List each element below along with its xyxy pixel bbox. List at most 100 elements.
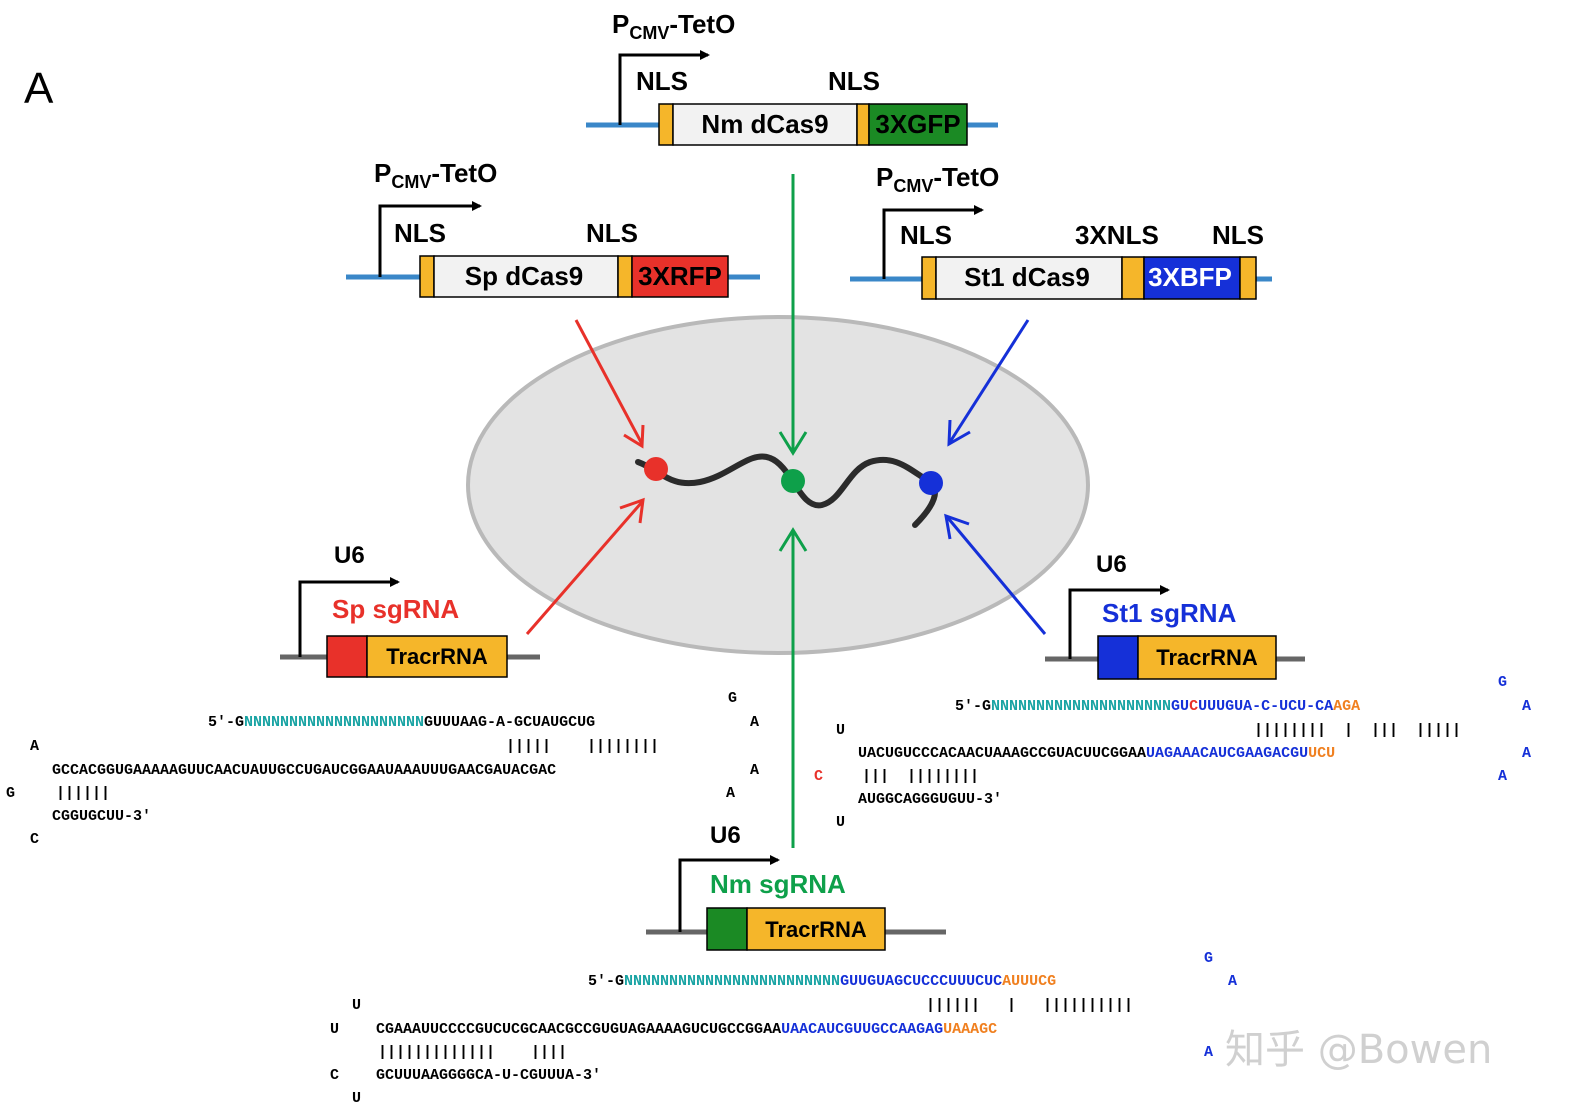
nm-sgrna-sequence: 5′-GNNNNNNNNNNNNNNNNNNNNNNNNGUUGUAGCUCCC… [330, 950, 1237, 1107]
panel-label: A [24, 64, 54, 113]
st1-tracr-box [1137, 635, 1277, 680]
st1-promoter-arrow [882, 205, 984, 279]
st1-sgrna-sequence: 5′-GNNNNNNNNNNNNNNNNNNNNGUCUUUGUA-C-UCU-… [814, 674, 1531, 831]
st1-tracr-label: TracrRNA [1156, 645, 1258, 670]
sp-tracr-box [366, 635, 508, 678]
st1-dcas9-dot [919, 471, 943, 495]
st1-seq-line2: UACUGUCCCACAACUAAAGCCGUACUUCGGAAUAGAAACA… [858, 745, 1335, 762]
st1-u6-label: U6 [1096, 551, 1127, 578]
nm-nls-box-1 [658, 103, 674, 146]
st1-sgrna-name: St1 sgRNA [1102, 598, 1237, 628]
sp-seq-pairs2: |||||| [56, 785, 110, 802]
sp-nls-box-1 [419, 255, 435, 298]
sp-u6-label: U6 [334, 542, 365, 569]
nm-sgrna-name: Nm sgRNA [710, 869, 846, 899]
nm-u6-label: U6 [710, 822, 741, 849]
st1-seq-pairs1: |||||||| | ||| ||||| [1254, 722, 1461, 739]
nm-seq-pairs1: |||||| | |||||||||| [926, 997, 1133, 1014]
nm-seq-line1: 5′-GNNNNNNNNNNNNNNNNNNNNNNNNGUUGUAGCUCCC… [588, 973, 1056, 990]
st1-nls-box-1 [921, 256, 937, 300]
nm-tracr-label: TracrRNA [765, 917, 867, 942]
st1-seq-line1: 5′-GNNNNNNNNNNNNNNNNNNNNGUCUUUGUA-C-UCU-… [955, 698, 1360, 715]
nm-u6-arrow [678, 855, 780, 932]
sp-nls-label-1: NLS [394, 218, 446, 248]
st1-protein-arrow [947, 319, 1030, 447]
st1-sgrna-cassette: U6 St1 sgRNA TracrRNA [1045, 551, 1305, 680]
sp-construct: PCMV-TetO NLS NLS Sp dCas9 3XRFP [346, 158, 760, 298]
sp-nls-label-2: NLS [586, 218, 638, 248]
st1-sgrna-arrow [944, 513, 1047, 635]
sp-loop-a3: A [726, 785, 735, 802]
st1-dcas9-label: St1 dCas9 [964, 262, 1090, 292]
sp-left-a: A [30, 738, 39, 755]
sp-seq-pairs1: ||||| |||||||| [506, 738, 659, 755]
sp-promoter-label: PCMV-TetO [374, 158, 497, 192]
st1-loop-a3: A [1498, 768, 1507, 785]
watermark: 知乎 @Bowen [1225, 1027, 1492, 1073]
st1-spacer-box [1097, 635, 1139, 680]
nm-u2: U [330, 1021, 339, 1038]
st1-u6-arrow [1068, 585, 1170, 659]
nm-nls-label-1: NLS [636, 66, 688, 96]
st1-nls-label-2: 3XNLS [1075, 220, 1159, 250]
sp-seq-line2: GCCACGGUGAAAAAGUUCAACUAUUGCCUGAUCGGAAUAA… [52, 762, 556, 779]
nm-c1: C [330, 1067, 339, 1084]
st1-u-top: U [836, 722, 845, 739]
st1-construct: PCMV-TetO NLS 3XNLS NLS St1 dCas9 3XBFP [850, 162, 1272, 300]
nm-construct: PCMV-TetO NLS NLS Nm dCas9 3XGFP [586, 9, 998, 146]
sp-loop-top: G [728, 690, 737, 707]
nm-nls-label-2: NLS [828, 66, 880, 96]
sp-left-c: C [30, 831, 39, 848]
nm-spacer-box [706, 907, 748, 951]
st1-bfp-box [1143, 256, 1241, 300]
nm-tag-label: 3XGFP [875, 109, 960, 139]
sp-u6-arrow [298, 577, 400, 657]
nm-gfp-box [868, 103, 968, 146]
sp-dcas9-dot [644, 457, 668, 481]
nm-seq-line2: CGAAAUUCCCCGUCUCGCAACGCCGUGUAGAAAAGUCUGC… [376, 1021, 997, 1038]
st1-nls-box-2 [1121, 256, 1145, 300]
sp-spacer-box [326, 635, 368, 678]
st1-u-bot: U [836, 814, 845, 831]
sp-sgrna-sequence: 5′-GNNNNNNNNNNNNNNNNNNNNGUUUAAG-A-GCUAUG… [6, 690, 759, 848]
sp-nls-box-2 [617, 255, 633, 298]
sp-dcas9-box [433, 255, 619, 298]
nm-dcas9-label: Nm dCas9 [701, 109, 828, 139]
nm-tracr-box [746, 907, 886, 951]
nm-sgrna-arrow [778, 527, 808, 848]
nm-promoter-arrow [618, 50, 710, 125]
nm-u1: U [352, 997, 361, 1014]
st1-nls-box-3 [1239, 256, 1257, 300]
sp-seq-line1: 5′-GNNNNNNNNNNNNNNNNNNNNGUUUAAG-A-GCUAUG… [208, 714, 595, 731]
st1-loop-a1: A [1522, 698, 1531, 715]
sp-loop-a1: A [750, 714, 759, 731]
st1-promoter-label: PCMV-TetO [876, 162, 999, 196]
sp-sgrna-arrow [525, 497, 645, 635]
nm-nls-box-2 [856, 103, 870, 146]
st1-tag-label: 3XBFP [1148, 262, 1232, 292]
sp-protein-arrow [574, 319, 645, 449]
nm-sgrna-cassette: U6 Nm sgRNA TracrRNA [646, 822, 946, 951]
sp-rfp-box [631, 255, 729, 298]
st1-nls-label-1: NLS [900, 220, 952, 250]
st1-seq-line3: AUGGCAGGGUGUU-3′ [858, 791, 1002, 808]
nm-u3: U [352, 1090, 361, 1107]
sp-sgrna-name: Sp sgRNA [332, 594, 459, 624]
nm-seq-pairs2: ||||||||||||| |||| [378, 1044, 567, 1061]
nucleus [466, 315, 1090, 655]
nm-promoter-label: PCMV-TetO [612, 9, 735, 43]
sp-tag-label: 3XRFP [638, 261, 722, 291]
sp-promoter-arrow [378, 201, 482, 277]
nm-dcas9-dot [781, 469, 805, 493]
nm-loop-a2: A [1204, 1044, 1213, 1061]
st1-seq-pairs2: ||| |||||||| [862, 768, 979, 785]
st1-loop-a2: A [1522, 745, 1531, 762]
nm-protein-arrow [778, 174, 808, 456]
sp-loop-a2: A [750, 762, 759, 779]
nm-seq-line3: GCUUUAAGGGGCA-U-CGUUUA-3′ [376, 1067, 601, 1084]
sp-tracr-label: TracrRNA [386, 644, 488, 669]
st1-c-red: C [814, 768, 823, 785]
st1-loop-g: G [1498, 674, 1507, 691]
st1-nls-label-3: NLS [1212, 220, 1264, 250]
